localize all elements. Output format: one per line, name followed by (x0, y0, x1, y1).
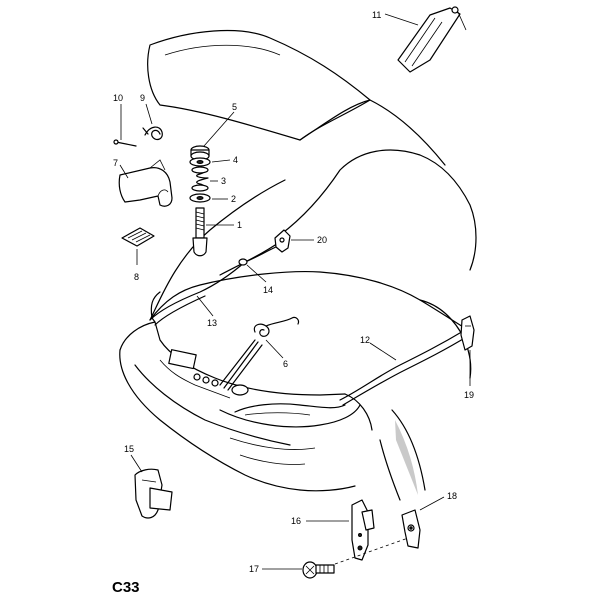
latch-bracket-part-20 (274, 229, 291, 253)
car-body-outline (119, 29, 477, 501)
hood-strut-part-11 (397, 6, 467, 73)
hood-bumper-stack-part-5 (189, 145, 211, 257)
callout-labels: 11 10 9 5 7 4 3 2 1 20 8 14 13 12 6 19 1… (112, 10, 474, 596)
callout-7: 7 (113, 158, 118, 168)
callout-18: 18 (447, 491, 457, 501)
mounting-bracket-part-16 (351, 499, 375, 561)
grommet-part-14 (238, 258, 248, 266)
callout-20: 20 (317, 235, 327, 245)
bracket-clip-part-15 (134, 468, 173, 519)
spring-clip-part-9 (142, 126, 163, 141)
callout-16: 16 (291, 516, 301, 526)
callout-2: 2 (231, 194, 236, 204)
callout-19: 19 (464, 390, 474, 400)
callout-6: 6 (283, 359, 288, 369)
cable-bracket-part-19 (460, 315, 475, 351)
callout-15: 15 (124, 444, 134, 454)
callout-3: 3 (221, 176, 226, 186)
callout-11: 11 (372, 10, 381, 20)
plate-bracket-part-18 (334, 509, 421, 565)
callout-9: 9 (140, 93, 145, 103)
leader-lines (119, 13, 471, 570)
bolt-part-17 (302, 561, 335, 579)
callout-1: 1 (237, 220, 242, 230)
release-spring-part-6 (219, 316, 300, 391)
callout-5: 5 (232, 102, 237, 112)
callout-14: 14 (263, 285, 273, 295)
callout-17: 17 (249, 564, 259, 574)
callout-10: 10 (113, 93, 123, 103)
hood-release-cable (149, 239, 469, 406)
callout-13: 13 (207, 318, 217, 328)
callout-8: 8 (134, 272, 139, 282)
callout-4: 4 (233, 155, 238, 165)
pin-part-10 (113, 139, 137, 147)
hood-latch-hook-part-7 (118, 159, 173, 207)
clip-part-8 (121, 227, 155, 247)
callout-12: 12 (360, 335, 370, 345)
diagram-code: C33 (112, 579, 140, 596)
